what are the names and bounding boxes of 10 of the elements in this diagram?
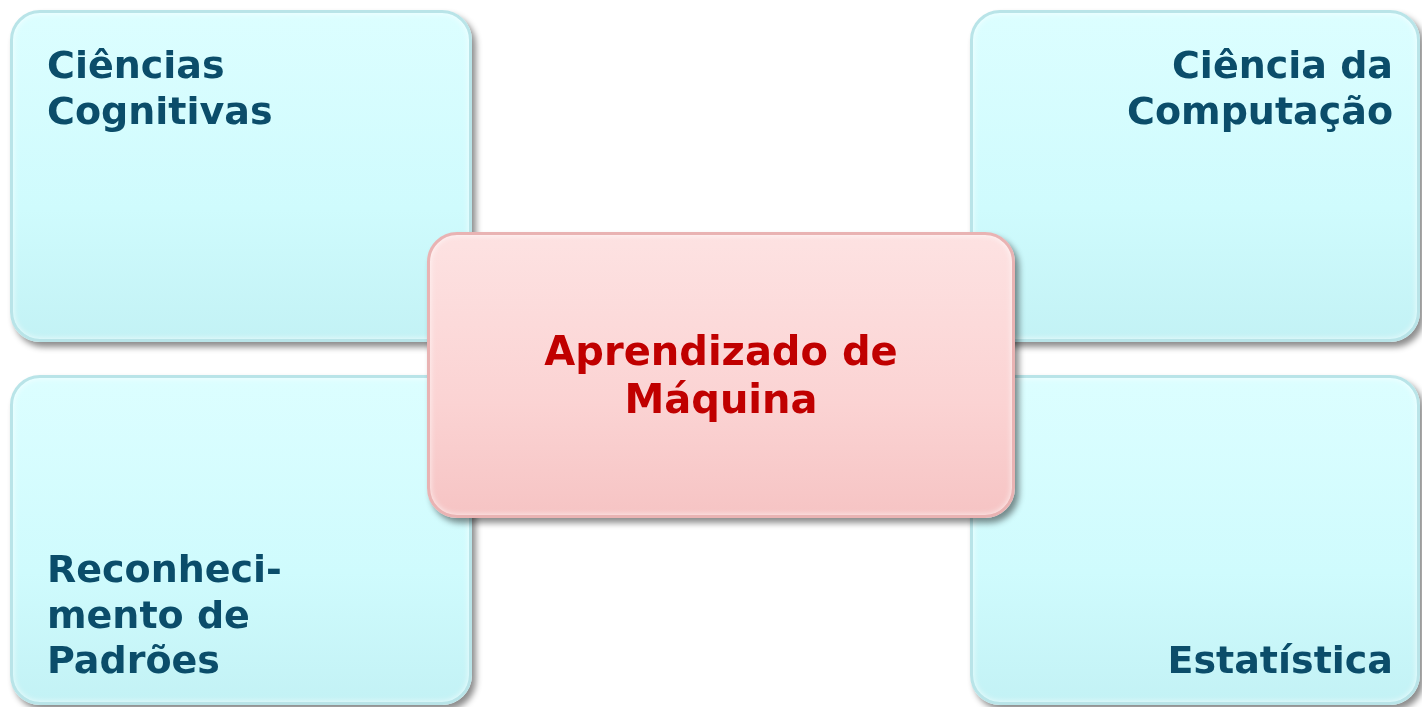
box-label: Reconheci-mento de Padrões (47, 547, 283, 684)
topic-box (10, 375, 472, 705)
topic-box (970, 375, 1420, 705)
box-label: Aprendizado de Máquina (543, 327, 899, 423)
box-label: Ciências Cognitivas (47, 43, 274, 135)
box-label: Ciência da Computação (1126, 43, 1393, 135)
topic-box (970, 10, 1420, 342)
topic-box (10, 10, 472, 342)
box-label: Estatística (1167, 638, 1393, 684)
central-box (427, 232, 1015, 518)
